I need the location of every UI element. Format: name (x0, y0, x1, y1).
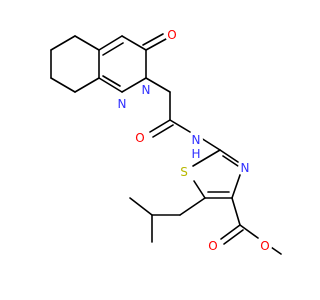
bond (219, 149, 239, 163)
bond (121, 77, 147, 93)
bond (193, 180, 206, 199)
bond (102, 42, 124, 56)
atom-label-background (189, 133, 203, 147)
bond (102, 75, 121, 87)
bond (231, 197, 241, 226)
bond (152, 124, 174, 138)
bond (223, 229, 244, 245)
bond (239, 224, 259, 239)
bond (149, 119, 171, 133)
atom-label-n-amide: N (192, 133, 201, 147)
atom-label-background (206, 239, 220, 253)
bond (74, 77, 100, 93)
atom-label-n-thiazole: N (241, 161, 250, 175)
bond (129, 197, 153, 216)
bond (121, 35, 147, 51)
bond (179, 197, 206, 216)
atom-label-background (258, 239, 272, 253)
bond (145, 77, 171, 93)
atom-label-background (139, 83, 153, 97)
atom-label-background (177, 165, 191, 179)
atom-label-o-ester-carbonyl: O (208, 239, 217, 253)
atom-label-s-thiazole: S (180, 165, 188, 179)
atom-label-background (165, 28, 179, 42)
bond (142, 33, 164, 46)
atom-label-o-ketone: O (167, 28, 176, 42)
atom-label-h-amide: H (191, 147, 200, 161)
bond (220, 224, 241, 240)
atom-label-background (189, 147, 203, 161)
bond (231, 174, 241, 199)
bond (50, 35, 76, 51)
atom-label-background (133, 131, 147, 145)
atom-label-n-ring-1: N (118, 97, 127, 111)
atom-label-background (238, 161, 252, 175)
bond (74, 35, 100, 51)
bond (200, 137, 221, 151)
bond (50, 77, 76, 93)
atom-label-n-ring-2: N (142, 83, 151, 97)
bond (98, 35, 123, 51)
atom-label-o-ester-ether: O (260, 239, 269, 253)
atom-label-background (115, 97, 129, 111)
bond (222, 155, 239, 167)
bond (192, 149, 221, 167)
bond (145, 38, 167, 51)
bond-layer (50, 33, 282, 255)
bond (98, 77, 123, 93)
bond (169, 119, 191, 133)
atom-label-o-amide: O (135, 131, 144, 145)
